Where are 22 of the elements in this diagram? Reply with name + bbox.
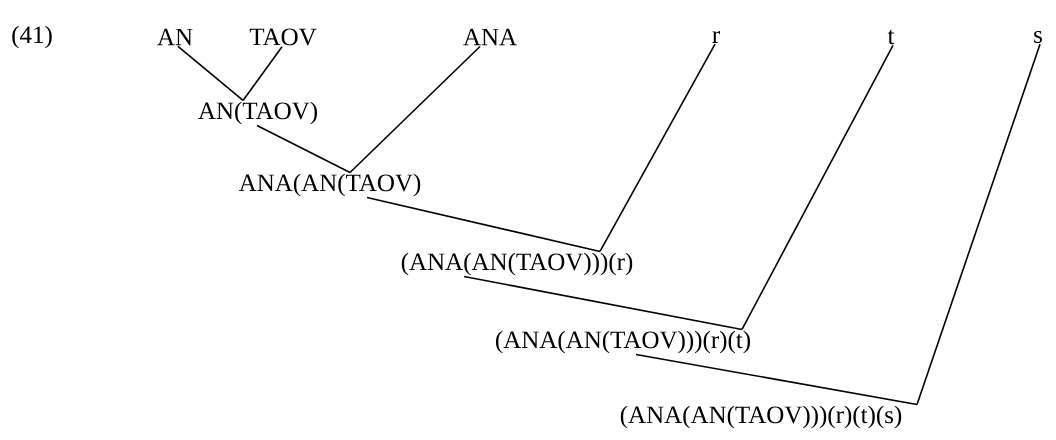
- tree-branch: [177, 45, 244, 102]
- tree-node-label: ANA: [463, 28, 517, 46]
- tree-node-label: r: [712, 31, 720, 43]
- tree-branch: [916, 43, 1041, 406]
- tree-node-label: ANA(AN(TAOV): [238, 173, 421, 197]
- tree-branch: [463, 275, 743, 331]
- tree-node-label: AN(TAOV): [198, 101, 317, 125]
- tree-branch: [635, 353, 918, 406]
- tree-node-label: (ANA(AN(TAOV)))(r)(t): [496, 330, 750, 354]
- tree-node-label: TAOV: [249, 28, 317, 46]
- tree-branch: [366, 196, 601, 253]
- tree-branch: [599, 43, 716, 253]
- tree-node-label: s: [1034, 31, 1042, 43]
- tree-branch: [242, 45, 283, 102]
- tree-branch: [256, 124, 351, 174]
- tree-node-label: (ANA(AN(TAOV)))(r)(t)(s): [620, 405, 902, 429]
- tree-node-label: AN: [157, 28, 193, 46]
- tree-node-label: (ANA(AN(TAOV)))(r): [401, 252, 633, 276]
- tree-branch: [349, 45, 481, 174]
- example-number: (41): [12, 25, 52, 49]
- tree-node-label: t: [887, 29, 895, 45]
- tree-branch: [741, 44, 894, 331]
